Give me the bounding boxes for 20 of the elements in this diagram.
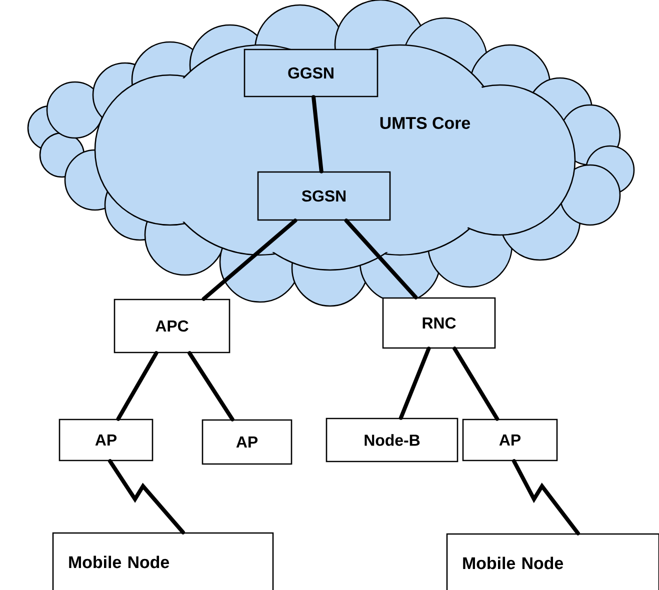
connection-line (344, 218, 418, 300)
box: Node-B (326, 418, 458, 462)
connection-line (398, 346, 431, 420)
box: Mobile Node (52, 532, 274, 590)
node-label: UMTS Core (380, 117, 470, 129)
box: RNC (382, 297, 496, 349)
box: AP (462, 418, 558, 462)
connection-line (312, 95, 324, 174)
box: AP (202, 419, 292, 465)
box: SGSN (257, 171, 391, 221)
connection-line (452, 346, 500, 421)
connection-line (116, 351, 158, 421)
box: AP (58, 418, 154, 462)
connection-line (108, 459, 185, 534)
box: APC (114, 298, 230, 354)
box: Mobile Node (446, 533, 659, 590)
connection-line (202, 218, 298, 301)
connection-line (188, 351, 234, 422)
connection-line (512, 459, 580, 536)
box: GGSN (244, 48, 378, 98)
